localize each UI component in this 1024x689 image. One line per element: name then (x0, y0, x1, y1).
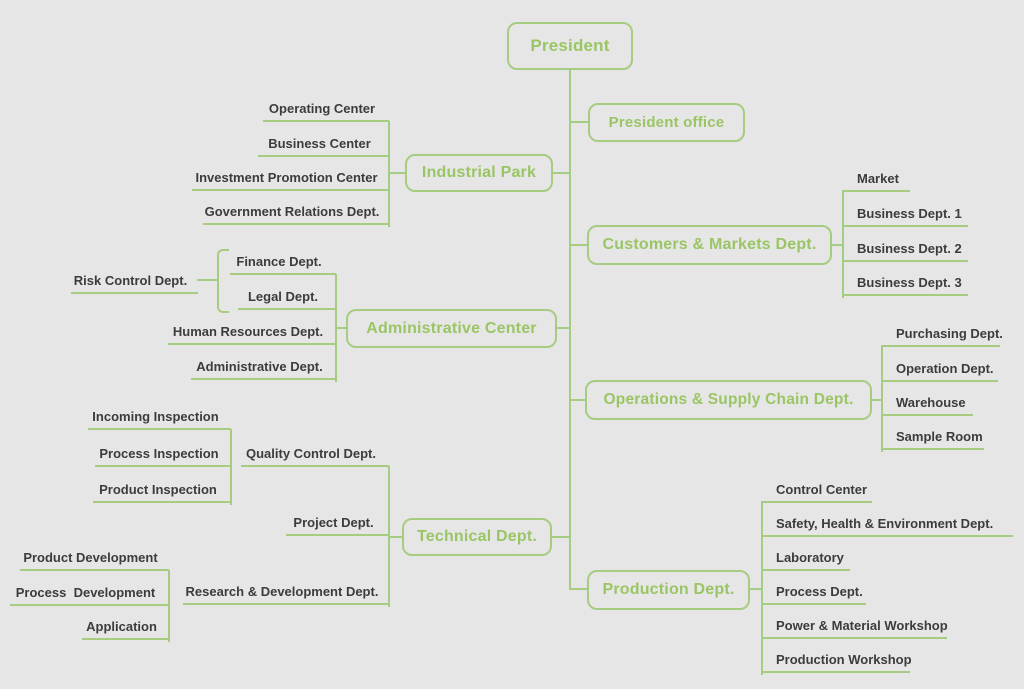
connector-line (552, 536, 570, 538)
node-safety-health-environment-dept[interactable]: Safety, Health & Environment Dept. (761, 513, 1013, 537)
connector-line (750, 588, 763, 590)
branch-spine (388, 121, 390, 227)
node-president[interactable]: President (507, 22, 633, 70)
node-administrative-dept[interactable]: Administrative Dept. (191, 356, 336, 380)
node-risk-control-dept[interactable]: Risk Control Dept. (71, 270, 198, 294)
node-human-resources-dept[interactable]: Human Resources Dept. (168, 321, 336, 345)
node-administrative-center[interactable]: Administrative Center (346, 309, 557, 348)
node-industrial-park[interactable]: Industrial Park (405, 154, 553, 192)
branch-spine (168, 570, 170, 642)
connector-line (388, 536, 402, 538)
node-business-dept-3[interactable]: Business Dept. 3 (842, 272, 968, 296)
node-research-development-dept[interactable]: Research & Development Dept. (183, 581, 389, 605)
connector-line (570, 588, 587, 590)
connector-line (570, 244, 587, 246)
node-legal-dept[interactable]: Legal Dept. (238, 286, 336, 310)
summary-bracket (217, 249, 229, 313)
node-product-development[interactable]: Product Development (20, 547, 169, 571)
connector-line (832, 244, 844, 246)
node-business-dept-1[interactable]: Business Dept. 1 (842, 203, 968, 227)
node-operations-supply-chain-dept[interactable]: Operations & Supply Chain Dept. (585, 380, 872, 420)
branch-spine (230, 429, 232, 505)
connector-line (557, 327, 570, 329)
node-laboratory[interactable]: Laboratory (761, 547, 850, 571)
node-application[interactable]: Application (82, 616, 169, 640)
connector-line (872, 399, 883, 401)
node-operating-center[interactable]: Operating Center (263, 98, 389, 122)
node-power-material-workshop[interactable]: Power & Material Workshop (761, 615, 948, 639)
node-purchasing-dept[interactable]: Purchasing Dept. (881, 323, 1003, 347)
node-process-development[interactable]: Process Development (10, 582, 169, 606)
node-president-office[interactable]: President office (588, 103, 745, 142)
node-investment-promotion-center[interactable]: Investment Promotion Center (192, 167, 389, 191)
node-product-inspection[interactable]: Product Inspection (93, 479, 231, 503)
connector-line (197, 279, 217, 281)
node-warehouse[interactable]: Warehouse (881, 392, 973, 416)
node-finance-dept[interactable]: Finance Dept. (230, 251, 336, 275)
trunk-line (569, 68, 571, 590)
node-process-inspection[interactable]: Process Inspection (95, 443, 231, 467)
connector-line (335, 327, 346, 329)
node-incoming-inspection[interactable]: Incoming Inspection (88, 406, 231, 430)
connector-line (570, 121, 588, 123)
node-customers-markets-dept[interactable]: Customers & Markets Dept. (587, 225, 832, 265)
node-process-dept[interactable]: Process Dept. (761, 581, 866, 605)
node-government-relations-dept[interactable]: Government Relations Dept. (203, 201, 389, 225)
node-business-dept-2[interactable]: Business Dept. 2 (842, 238, 968, 262)
node-business-center[interactable]: Business Center (258, 133, 389, 157)
connector-line (570, 399, 585, 401)
node-control-center[interactable]: Control Center (761, 479, 872, 503)
node-market[interactable]: Market (842, 168, 910, 192)
node-project-dept[interactable]: Project Dept. (286, 512, 389, 536)
connector-line (388, 172, 405, 174)
node-production-dept[interactable]: Production Dept. (587, 570, 750, 610)
node-operation-dept[interactable]: Operation Dept. (881, 358, 998, 382)
node-production-workshop[interactable]: Production Workshop (761, 649, 912, 673)
connector-line (553, 172, 570, 174)
node-quality-control-dept[interactable]: Quality Control Dept. (241, 443, 389, 467)
node-technical-dept[interactable]: Technical Dept. (402, 518, 552, 556)
node-sample-room[interactable]: Sample Room (881, 426, 984, 450)
